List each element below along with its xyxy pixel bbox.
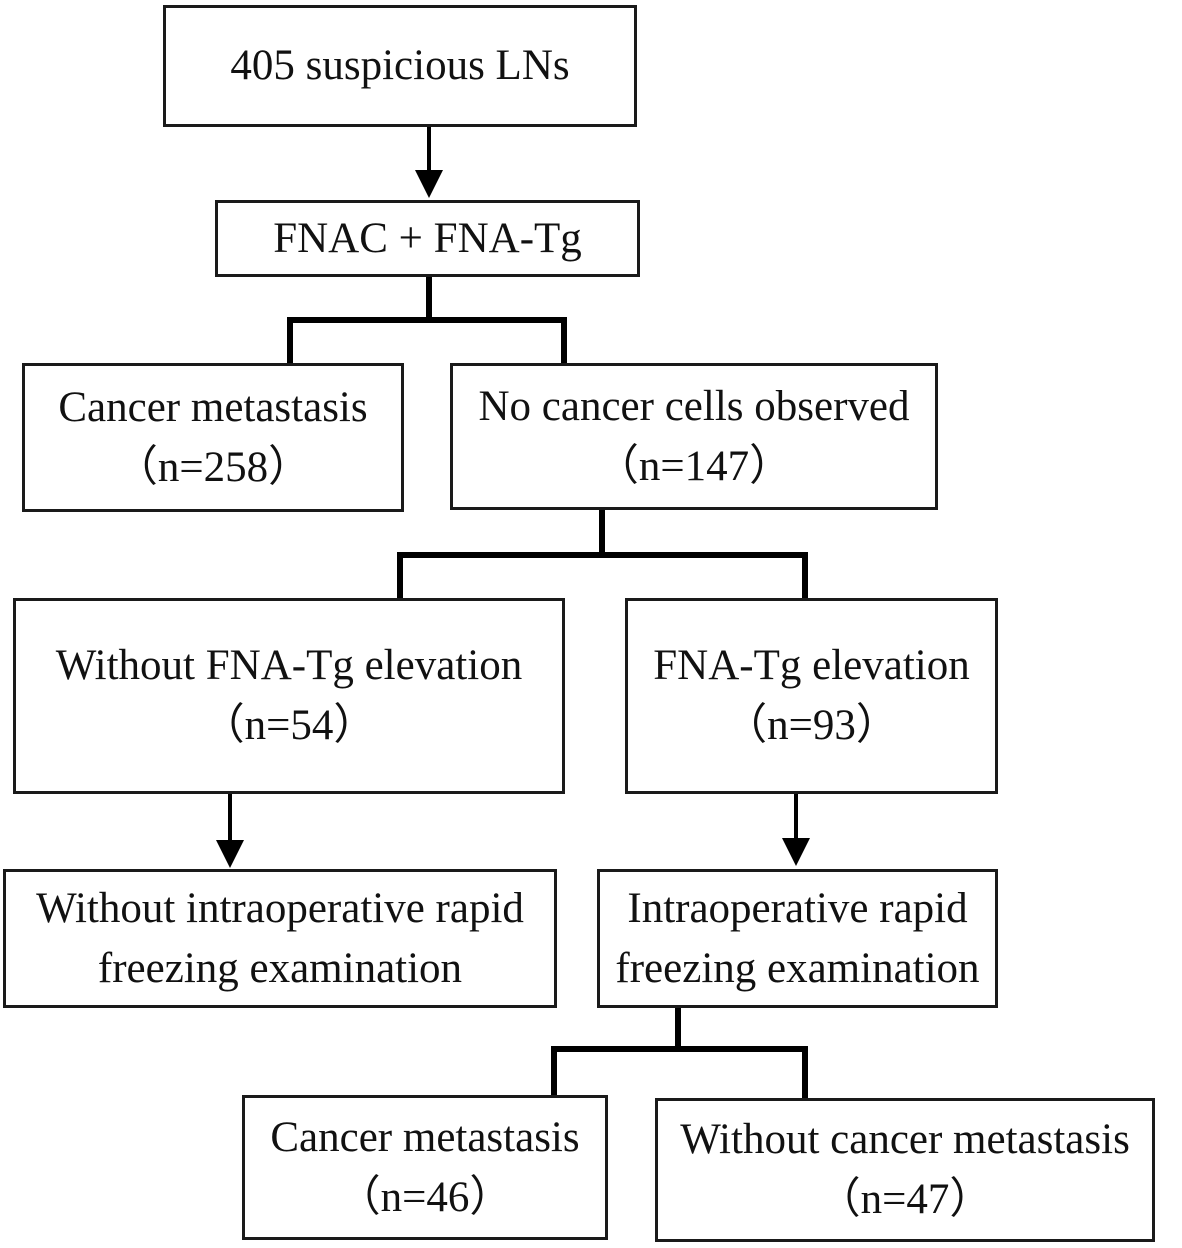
node-without-fnatg-elevation-count: （n=54） <box>201 702 377 749</box>
node-without-intraoperative: Without intraoperative rapid freezing ex… <box>3 869 557 1008</box>
node-intraoperative: Intraoperative rapid freezing examinatio… <box>597 869 998 1008</box>
node-no-cancer-cells: No cancer cells observed （n=147） <box>450 363 938 510</box>
connector-intraop-left-leg <box>551 1046 557 1098</box>
node-fnatg-elevation: FNA-Tg elevation （n=93） <box>625 598 998 794</box>
node-cancer-metastasis-258-label: Cancer metastasis <box>58 383 368 431</box>
node-without-intraoperative-line2: freezing examination <box>97 944 463 992</box>
node-without-cancer-metastasis-47: Without cancer metastasis （n=47） <box>655 1098 1155 1242</box>
node-without-fnatg-elevation-label: Without FNA-Tg elevation <box>55 642 523 689</box>
node-without-fnatg-elevation: Without FNA-Tg elevation （n=54） <box>13 598 565 794</box>
connector-nocancer-split-bar <box>397 552 808 558</box>
node-cancer-metastasis-258: Cancer metastasis （n=258） <box>22 363 404 512</box>
node-fnac-fnatg-label: FNAC + FNA-Tg <box>273 214 582 262</box>
node-cancer-metastasis-46-label: Cancer metastasis <box>270 1113 580 1161</box>
node-fnatg-elevation-label: FNA-Tg elevation <box>653 642 970 689</box>
connector-intraop-split-bar <box>551 1046 808 1052</box>
connector-fnac-stub <box>426 277 432 323</box>
node-cancer-metastasis-258-count: （n=258） <box>114 443 312 491</box>
node-intraoperative-line1: Intraoperative rapid <box>627 884 968 932</box>
connector-nocancer-left-leg <box>397 552 403 600</box>
node-405-suspicious-lns-label: 405 suspicious LNs <box>230 42 570 89</box>
node-without-intraoperative-line1: Without intraoperative rapid <box>36 884 524 932</box>
arrow-elev-head-icon <box>782 838 810 866</box>
node-cancer-metastasis-46-count: （n=46） <box>337 1173 513 1221</box>
connector-intraop-stub <box>675 1008 681 1052</box>
connector-fnac-split-bar <box>287 317 567 323</box>
connector-fnac-left-leg <box>287 317 293 365</box>
node-without-cancer-metastasis-47-count: （n=47） <box>817 1176 993 1223</box>
arrow-withoutelev-shaft <box>228 794 232 844</box>
node-fnac-fnatg: FNAC + FNA-Tg <box>215 200 640 277</box>
connector-nocancer-stub <box>599 510 605 558</box>
node-cancer-metastasis-46: Cancer metastasis （n=46） <box>242 1095 608 1240</box>
node-intraoperative-line2: freezing examination <box>615 944 980 992</box>
connector-intraop-right-leg <box>802 1046 808 1101</box>
node-405-suspicious-lns: 405 suspicious LNs <box>163 5 637 127</box>
arrow-lns-to-fnac-head-icon <box>415 170 443 198</box>
connector-nocancer-right-leg <box>802 552 808 600</box>
arrow-elev-shaft <box>794 794 798 842</box>
node-no-cancer-cells-count: （n=147） <box>595 442 793 490</box>
arrow-withoutelev-head-icon <box>216 840 244 868</box>
node-no-cancer-cells-label: No cancer cells observed <box>478 382 910 430</box>
connector-fnac-right-leg <box>561 317 567 365</box>
node-fnatg-elevation-count: （n=93） <box>724 702 899 749</box>
node-without-cancer-metastasis-47-label: Without cancer metastasis <box>680 1116 1130 1163</box>
arrow-lns-to-fnac-shaft <box>427 127 431 177</box>
